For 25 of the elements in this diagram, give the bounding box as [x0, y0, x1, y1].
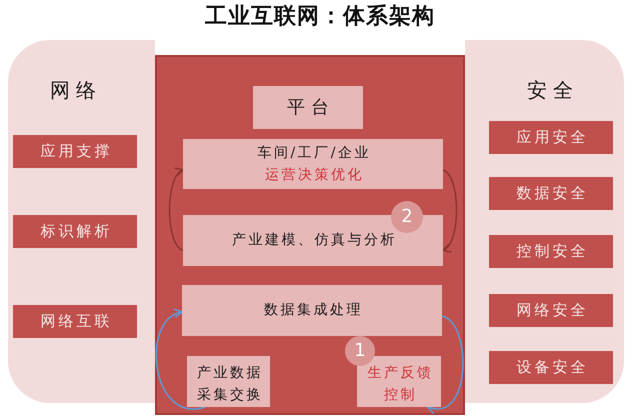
- platform-box: 平台: [253, 86, 363, 129]
- category-box: 网络安全: [489, 294, 613, 327]
- category-box: 标识解析: [13, 215, 137, 248]
- category-box: 应用支撑: [13, 135, 137, 168]
- module-box: 产业数据采集交换: [187, 356, 270, 407]
- curved-arrow: [155, 310, 206, 410]
- panel-heading: 网络: [49, 78, 103, 102]
- category-box: 控制安全: [489, 235, 613, 268]
- diagram-title: 工业互联网：体系架构: [205, 3, 435, 31]
- curved-arrow: [426, 315, 464, 414]
- center-panel: [155, 55, 465, 415]
- curved-arrow: [168, 169, 184, 251]
- layer-text: 车间/工厂/企业: [258, 144, 371, 163]
- curved-arrow: [442, 169, 458, 252]
- category-box: 数据安全: [489, 177, 613, 210]
- side-panel: [8, 40, 155, 403]
- category-box: 设备安全: [489, 351, 613, 384]
- category-box: 应用安全: [489, 121, 613, 154]
- layer-box: [183, 139, 443, 189]
- category-box: 网络互联: [13, 305, 137, 338]
- highlight-text: 运营决策优化: [264, 166, 364, 185]
- module-box: 生产反馈控制: [357, 356, 441, 407]
- side-panel: [465, 40, 624, 403]
- layer-box: 数据集成处理: [182, 285, 442, 336]
- panel-heading: 安全: [526, 78, 580, 102]
